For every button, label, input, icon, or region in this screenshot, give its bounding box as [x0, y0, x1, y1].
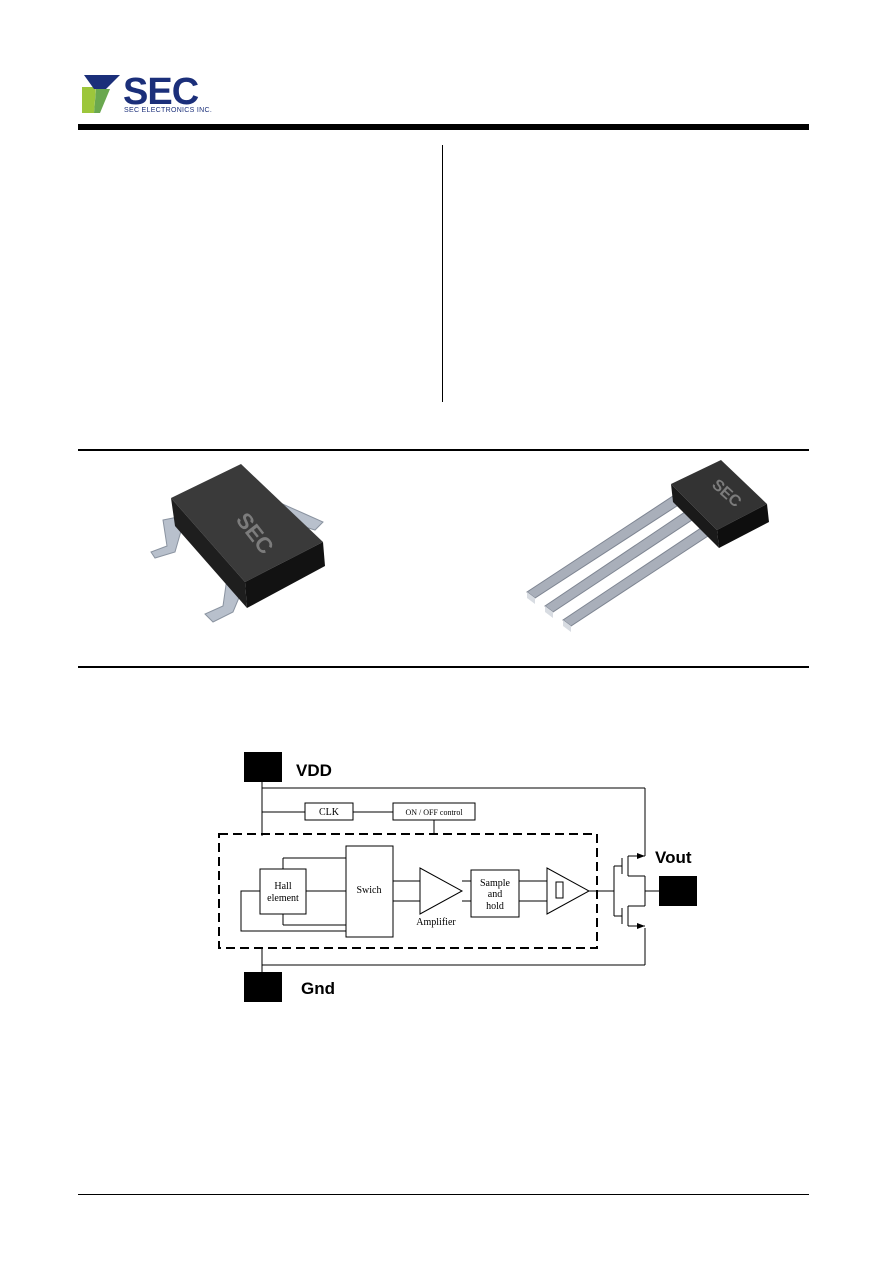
sample-label-2: and	[488, 889, 502, 900]
amplifier-label: Amplifier	[416, 917, 456, 928]
switch-block	[345, 845, 394, 938]
footer-rule	[78, 1194, 809, 1195]
hall-label-1: Hall	[274, 881, 291, 892]
gnd-label: Gnd	[301, 979, 335, 998]
hall-label-2: element	[267, 893, 299, 904]
clk-block	[304, 802, 354, 821]
switch-label: Swich	[357, 885, 382, 896]
gnd-pin	[244, 972, 282, 1002]
logo-subtitle: SEC ELECTRONICS INC.	[124, 107, 213, 114]
onoff-label: ON / OFF control	[405, 808, 463, 817]
logo-mark-icon	[82, 75, 120, 113]
vout-pin	[659, 876, 697, 906]
vdd-pin	[244, 752, 282, 782]
schmitt-glyph-icon	[555, 881, 564, 899]
vdd-label: VDD	[296, 761, 332, 780]
sample-label-3: hold	[486, 901, 504, 912]
amplifier-symbol	[419, 867, 464, 915]
vout-label: Vout	[655, 848, 692, 867]
header-rule	[78, 124, 809, 130]
column-divider	[442, 145, 443, 402]
comparator-symbol	[546, 867, 591, 915]
sample-label-1: Sample	[480, 878, 511, 889]
logo-wordmark: SEC	[123, 71, 199, 113]
sample-hold-block	[470, 869, 520, 918]
sot-package-image: SEC	[150, 464, 325, 623]
hall-element-block	[259, 868, 307, 915]
clk-label: CLK	[319, 807, 340, 818]
section-rule-top	[78, 449, 809, 451]
to92-package-image: SEC	[526, 460, 769, 632]
onoff-block	[392, 802, 476, 821]
section-rule-bottom	[78, 666, 809, 668]
